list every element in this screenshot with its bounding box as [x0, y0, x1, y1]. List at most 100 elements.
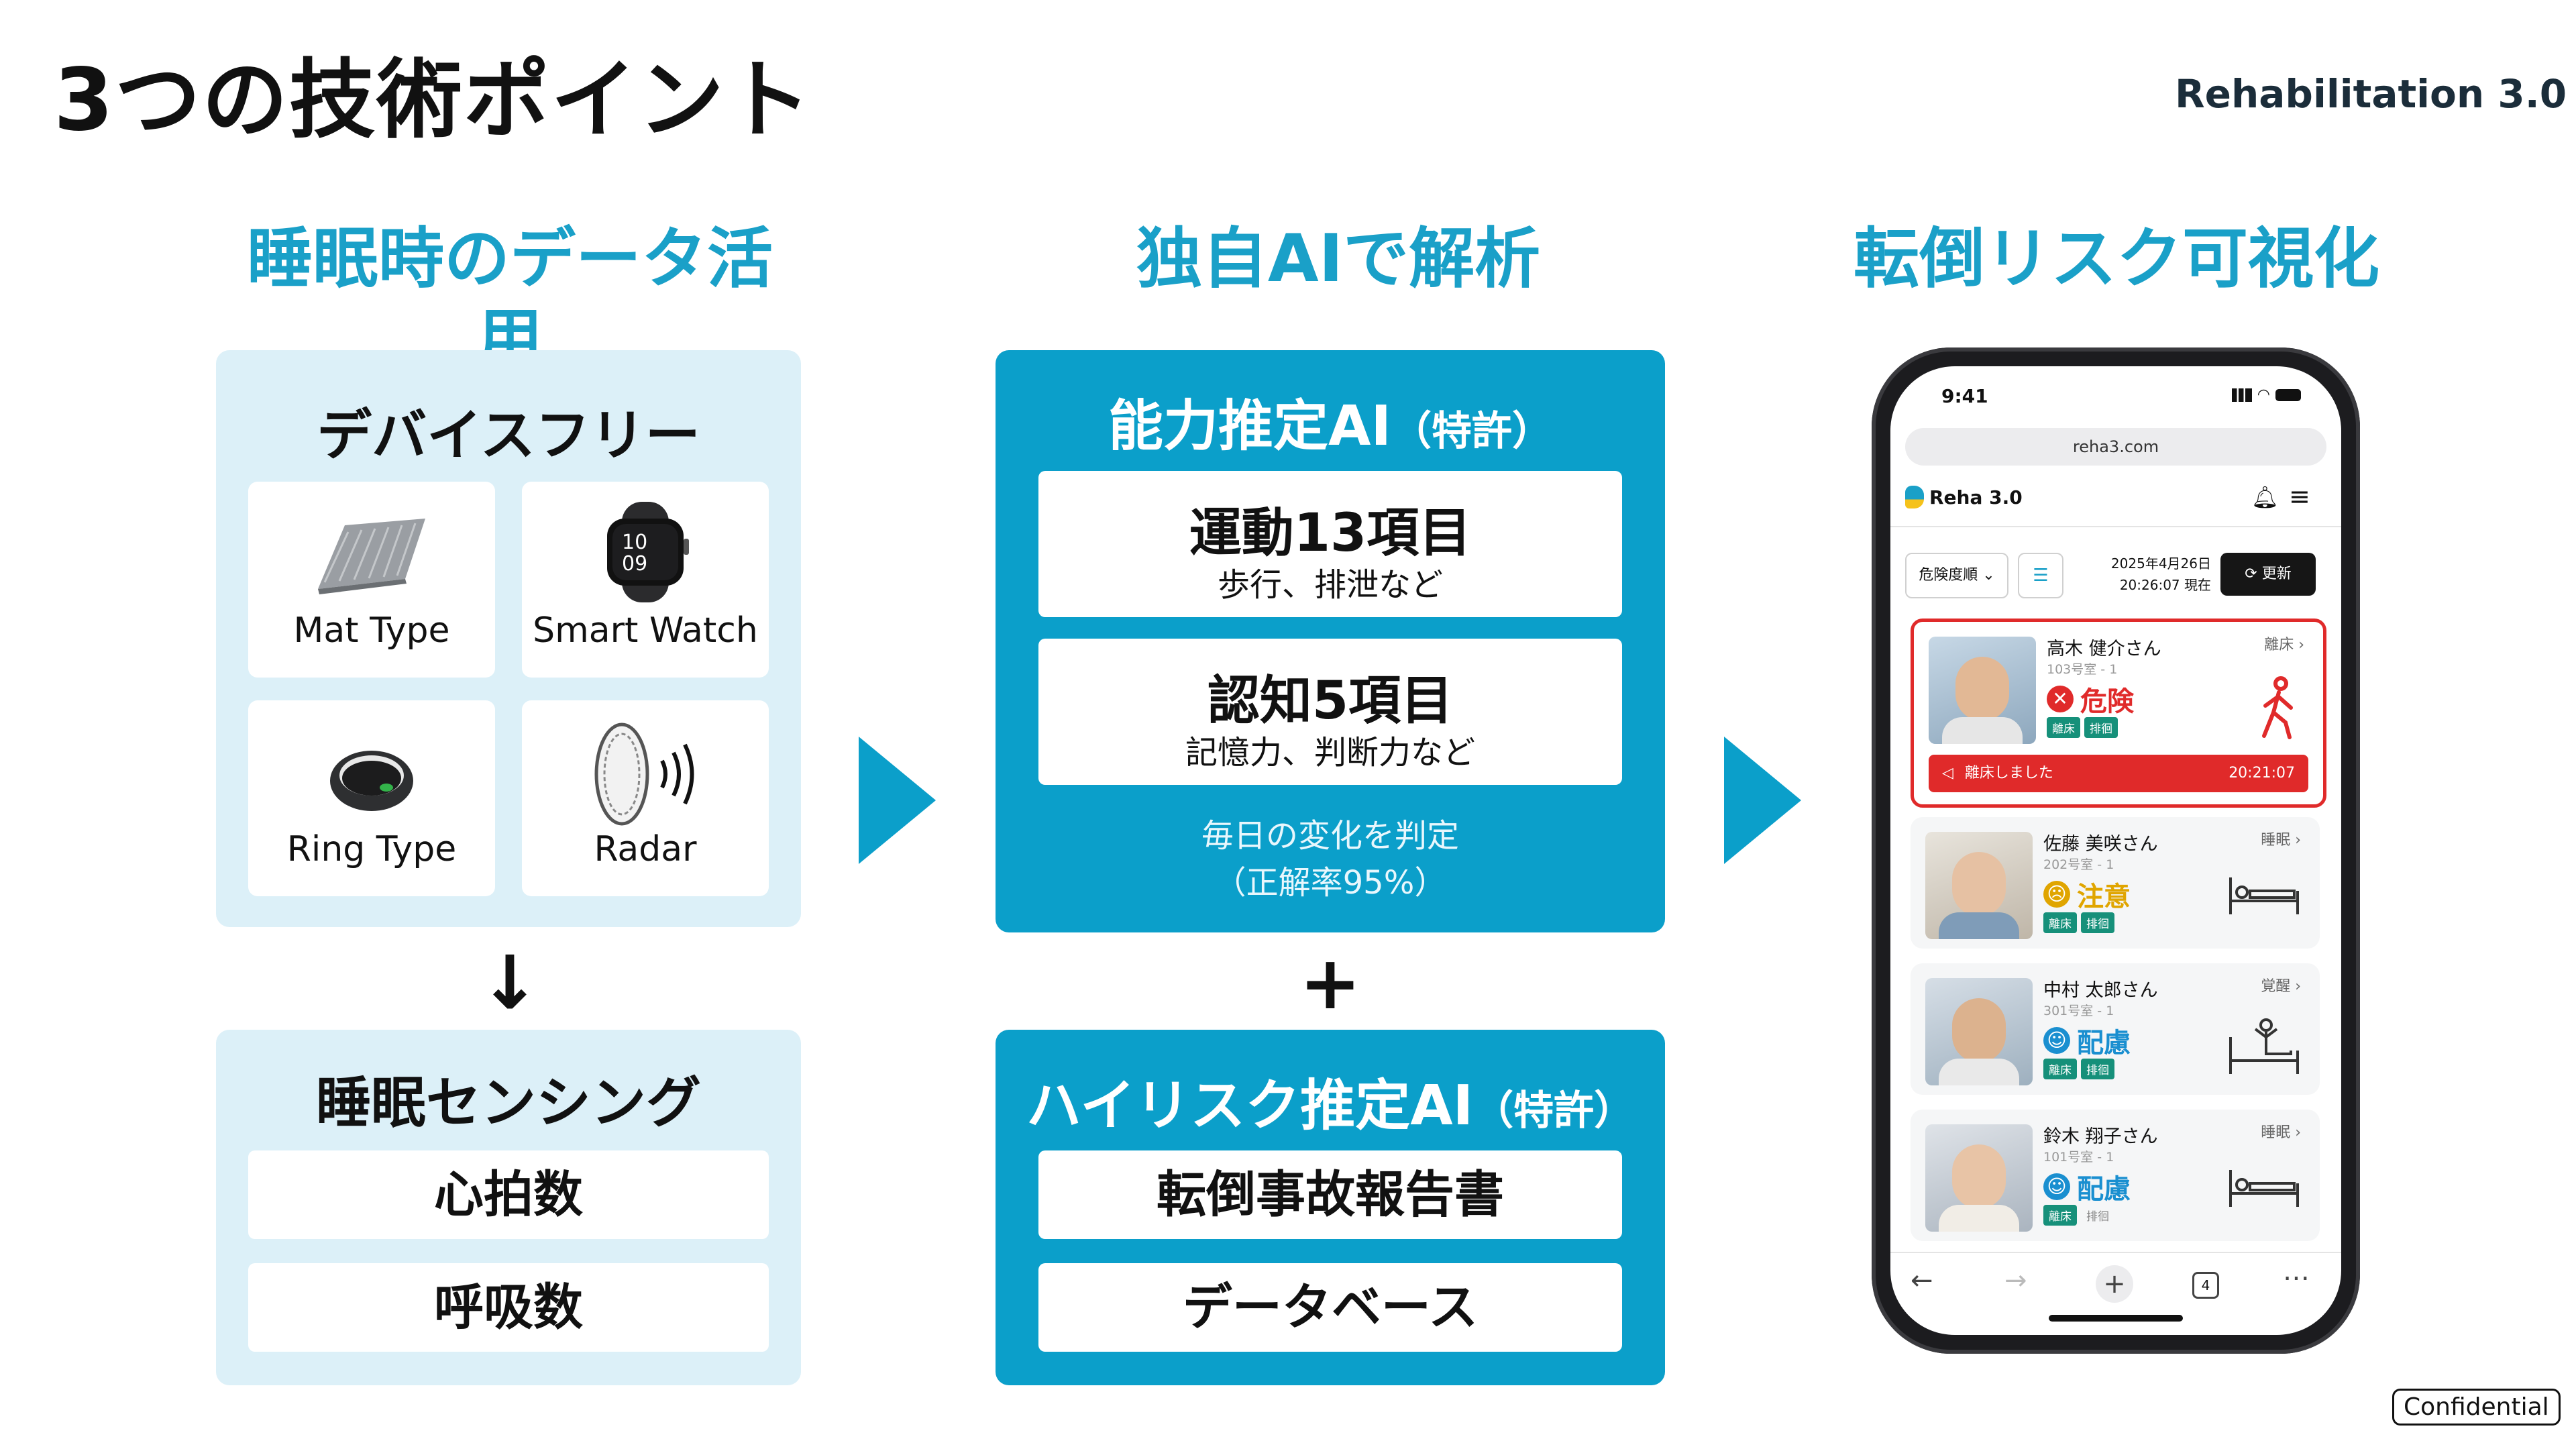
ability-item-motor: 運動13項目 歩行、排泄など — [1038, 471, 1622, 617]
timestamp-date: 2025年4月26日 — [2110, 555, 2211, 572]
walking-person-icon — [2262, 676, 2293, 739]
phone-screen: 9:41 ◠ reha3.com Reha 3.0 🔔︎ ≡ 危険度順 ⌄ ☰ … — [1890, 366, 2341, 1335]
tag: 排徊 — [2086, 1210, 2109, 1224]
tabs-count[interactable]: 4 — [2192, 1272, 2219, 1299]
flow-arrow-1 — [859, 737, 936, 864]
menu-icon[interactable]: ≡ — [2289, 482, 2310, 511]
back-icon[interactable]: ← — [1911, 1265, 1933, 1296]
svg-text:10: 10 — [622, 531, 647, 554]
patient-photo — [1925, 1124, 2033, 1232]
more-icon[interactable]: ⋯ — [2283, 1263, 2310, 1293]
patient-state: 睡眠 › — [2261, 832, 2301, 849]
patient-card[interactable]: 高木 健介さん 103号室 - 1 ✕危険 離床排徊 離床 › ◁ 離床しました… — [1911, 619, 2326, 808]
patient-status-label: 配慮 — [2077, 1028, 2131, 1059]
ai-heading: 独自AIで解析 — [1136, 221, 1541, 297]
patient-status-label: 危険 — [2080, 686, 2134, 717]
patient-status: ☺ 配慮 — [2043, 1167, 2131, 1206]
down-arrow: ↓ — [478, 940, 541, 1026]
patient-photo — [1929, 637, 2036, 744]
patient-state: 離床 › — [2264, 637, 2304, 653]
radar-icon — [594, 722, 694, 826]
awake-in-bed-icon — [2229, 1018, 2299, 1074]
tag: 離床 — [2043, 1059, 2077, 1079]
smile-face-icon: ☺ — [2043, 1173, 2070, 1200]
patient-state-label: 離床 — [2264, 637, 2294, 653]
device-label-ring: Ring Type — [286, 829, 457, 869]
ability-note-accuracy: （正解率95%） — [1214, 864, 1447, 902]
timestamp-time: 20:26:07 現在 — [2119, 577, 2211, 593]
patient-room: 202号室 - 1 — [2043, 857, 2114, 872]
patient-photo — [1925, 978, 2033, 1085]
wifi-icon: ◠ — [2257, 386, 2270, 403]
danger-face-icon: ✕ — [2047, 686, 2074, 712]
sleep-sensing-panel: 睡眠センシング 心拍数 呼吸数 — [216, 1030, 801, 1385]
filter-button[interactable]: ☰ — [2018, 553, 2063, 598]
new-tab-icon[interactable]: + — [2096, 1265, 2133, 1303]
watch-icon: 10 09 — [607, 502, 689, 602]
patient-tags: 離床排徊 — [2043, 912, 2114, 933]
device-free-title: デバイスフリー — [317, 404, 700, 468]
patient-state-label: 睡眠 — [2261, 1124, 2291, 1141]
device-label-mat: Mat Type — [293, 610, 450, 651]
home-indicator — [2049, 1315, 2183, 1322]
ability-note-daily: 毎日の変化を判定 — [1201, 817, 1459, 855]
forward-icon[interactable]: → — [2004, 1265, 2027, 1296]
ability-item-cognitive-main: 認知5項目 — [1207, 671, 1454, 731]
patient-card[interactable]: 佐藤 美咲さん 202号室 - 1 ☹注意 離床排徊 睡眠 › — [1911, 817, 2320, 949]
sensing-respiration: 呼吸数 — [248, 1263, 769, 1352]
bell-icon[interactable]: 🔔︎ — [2251, 484, 2279, 510]
alert-banner: ◁ 離床しました 20:21:07 — [1929, 755, 2308, 792]
patient-status: ✕危険 — [2047, 680, 2134, 718]
ability-ai-patent: （特許） — [1391, 408, 1552, 455]
highrisk-item-database: データベース — [1038, 1263, 1622, 1352]
bed-icon — [2229, 877, 2299, 914]
timestamp: 2025年4月26日 20:26:07 現在 — [2070, 553, 2211, 596]
patient-status: ☹注意 — [2043, 875, 2131, 914]
tag: 離床 — [2047, 717, 2080, 738]
header-divider — [1890, 526, 2341, 527]
sleep-sensing-title: 睡眠センシング — [315, 1071, 701, 1135]
highrisk-ai-title-text: ハイリスク推定AI — [1026, 1074, 1474, 1138]
patient-card[interactable]: 中村 太郎さん 301号室 - 1 ☺配慮 離床排徊 覚醒 › — [1911, 963, 2320, 1095]
url-bar[interactable]: reha3.com — [1905, 428, 2326, 466]
device-card-watch: 10 09 Smart Watch — [522, 482, 769, 678]
ring-icon — [330, 751, 413, 811]
patient-tags: 離床排徊 — [2043, 1205, 2114, 1226]
smile-face-icon: ☺ — [2043, 1027, 2070, 1054]
tag: 排徊 — [2084, 717, 2118, 738]
tag: 排徊 — [2081, 912, 2114, 933]
sleep-heading: 睡眠時のデータ活用 — [246, 221, 773, 378]
highrisk-ai-title: ハイリスク推定AI（特許） — [996, 1061, 1665, 1140]
app-header-logo: Reha 3.0 — [1905, 486, 2023, 508]
device-card-ring: Ring Type — [248, 700, 495, 896]
refresh-label: 更新 — [2261, 566, 2292, 582]
tag: 離床 — [2043, 912, 2077, 933]
svg-text:09: 09 — [622, 552, 647, 576]
ability-ai-title: 能力推定AI（特許） — [996, 381, 1665, 461]
patient-tags: 離床排徊 — [2043, 1059, 2114, 1079]
patient-state: 睡眠 › — [2261, 1124, 2301, 1141]
patient-status: ☺ 配慮 — [2043, 1021, 2131, 1060]
patient-room: 301号室 - 1 — [2043, 1004, 2114, 1018]
highrisk-ai-patent: （特許） — [1473, 1087, 1635, 1134]
refresh-icon: ⟳ — [2245, 566, 2257, 582]
status-icons: ◠ — [2231, 386, 2301, 403]
patient-photo — [1925, 832, 2033, 939]
tag: 離床 — [2043, 1205, 2077, 1226]
device-label-radar: Radar — [594, 829, 697, 869]
patient-card[interactable]: 鈴木 翔子さん 101号室 - 1 ☺配慮 離床排徊 睡眠 › — [1911, 1110, 2320, 1241]
patient-state-label: 覚醒 — [2261, 978, 2291, 995]
highrisk-ai-panel: ハイリスク推定AI（特許） 転倒事故報告書 データベース — [996, 1030, 1665, 1385]
sort-label: 危険度順 — [1919, 567, 1978, 584]
refresh-button[interactable]: ⟳ 更新 — [2220, 553, 2316, 596]
confidential-label: Confidential — [2392, 1389, 2561, 1426]
ability-item-cognitive-sub: 記憶力、判断力など — [1185, 734, 1475, 771]
patient-status-label: 配慮 — [2077, 1174, 2131, 1205]
app-logo-icon — [1905, 486, 1924, 508]
patient-tags: 離床排徊 — [2047, 717, 2118, 738]
sort-select[interactable]: 危険度順 ⌄ — [1905, 553, 2008, 598]
worried-face-icon: ☹ — [2043, 881, 2070, 908]
mat-icon — [318, 519, 425, 594]
bed-icon — [2229, 1170, 2299, 1207]
signal-icon — [2231, 388, 2252, 402]
